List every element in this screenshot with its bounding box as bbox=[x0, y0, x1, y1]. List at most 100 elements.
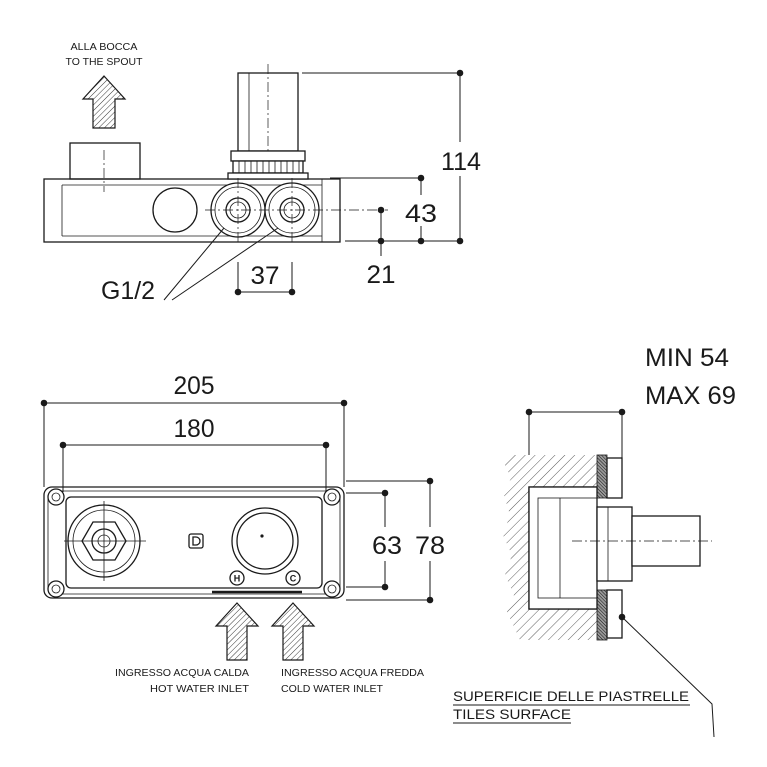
dimension-axis-height: 21 bbox=[367, 206, 396, 289]
knob-inner bbox=[236, 512, 294, 570]
dimension-dot bbox=[417, 174, 425, 182]
dimension-dot bbox=[417, 237, 425, 245]
dimension-value: 205 bbox=[174, 372, 215, 400]
cold-marker-letter: C bbox=[290, 574, 297, 584]
body-flange-outline bbox=[43, 486, 345, 599]
cold-inlet-indicator: INGRESSO ACQUA FREDDA COLD WATER INLET bbox=[270, 602, 424, 695]
mounting-ear bbox=[47, 580, 65, 598]
tiles-surface-callout: SUPERFICIE DELLE PIASTRELLE TILES SURFAC… bbox=[453, 613, 715, 738]
mounting-ears bbox=[47, 488, 341, 598]
dimension-dot bbox=[618, 408, 626, 416]
spout-label-en: TO THE SPOUT bbox=[66, 56, 144, 68]
spout-outlet-body bbox=[69, 142, 141, 180]
front-view: 205 180 bbox=[40, 372, 445, 695]
dimension-dot bbox=[377, 237, 385, 245]
up-arrow-icon bbox=[270, 602, 316, 661]
thread-label: G1/2 bbox=[101, 277, 155, 305]
tiles-surface-label-it: SUPERFICIE DELLE PIASTRELLE bbox=[453, 688, 689, 704]
depth-min-label: MIN 54 bbox=[645, 344, 729, 372]
dimension-body-height: 43 bbox=[330, 174, 437, 245]
control-knob bbox=[231, 507, 299, 575]
dimension-dot bbox=[426, 477, 434, 485]
valve-body-front: H C bbox=[43, 486, 345, 599]
tile-layer-bottom bbox=[596, 589, 608, 641]
dimension-total-height-front: 78 bbox=[346, 477, 445, 604]
dimension-inner-height: 63 bbox=[346, 489, 402, 591]
leader-line bbox=[621, 616, 715, 738]
mounting-hole bbox=[327, 584, 337, 594]
body-protrusion bbox=[596, 506, 633, 582]
spout-fitting bbox=[64, 501, 146, 581]
mounting-ear bbox=[323, 488, 341, 506]
cold-inlet-label-it: INGRESSO ACQUA FREDDA bbox=[281, 667, 424, 679]
mounting-hole bbox=[51, 492, 61, 502]
dimension-value: 114 bbox=[441, 148, 481, 176]
cartridge-seat bbox=[152, 187, 198, 233]
hot-inlet-label-en: HOT WATER INLET bbox=[150, 683, 250, 695]
up-arrow-icon bbox=[81, 75, 127, 129]
mounting-ear bbox=[47, 488, 65, 506]
cold-marker-badge bbox=[285, 570, 301, 586]
dimension-dot bbox=[456, 237, 464, 245]
cold-marker: C bbox=[285, 570, 301, 586]
dimension-dot bbox=[40, 399, 48, 407]
installation-depth-dimension: MIN 54 MAX 69 bbox=[525, 344, 736, 487]
dimension-mounting-width: 180 bbox=[59, 415, 330, 492]
dimension-dot bbox=[340, 399, 348, 407]
tiles-surface-label-en: TILES SURFACE bbox=[453, 706, 571, 722]
valve-body-side bbox=[528, 486, 712, 610]
thread-callout: G1/2 bbox=[101, 227, 279, 305]
dimension-value: 43 bbox=[405, 200, 437, 228]
dimension-dot bbox=[322, 441, 330, 449]
side-view: MIN 54 MAX 69 S bbox=[453, 344, 736, 738]
stem-nut bbox=[230, 150, 306, 162]
body-outline bbox=[43, 178, 341, 243]
mounting-hole bbox=[51, 584, 61, 594]
logo-mark bbox=[192, 536, 201, 546]
body-recess bbox=[65, 496, 323, 589]
hot-inlet-indicator: INGRESSO ACQUA CALDA HOT WATER INLET bbox=[115, 602, 260, 695]
knob-outer bbox=[231, 507, 299, 575]
valve-stem bbox=[227, 64, 309, 180]
leader-line bbox=[171, 227, 279, 301]
mounting-ear bbox=[323, 580, 341, 598]
dimension-dot bbox=[377, 206, 385, 214]
body-block bbox=[528, 486, 598, 610]
dimension-total-height: 114 bbox=[302, 69, 481, 245]
hot-marker: H bbox=[229, 570, 245, 586]
mounting-hole bbox=[327, 492, 337, 502]
spout-outlet bbox=[69, 142, 141, 192]
up-arrow-icon bbox=[214, 602, 260, 661]
collar-ribs bbox=[238, 161, 300, 173]
logo-frame bbox=[188, 533, 204, 549]
stem-collar bbox=[232, 160, 304, 174]
dimension-dot bbox=[381, 583, 389, 591]
dimension-value: 63 bbox=[372, 532, 402, 560]
body-flange-inner-edge bbox=[47, 490, 341, 595]
wall-hatching bbox=[503, 455, 597, 640]
dimension-value: 78 bbox=[415, 532, 445, 560]
cold-inlet-label-en: COLD WATER INLET bbox=[281, 683, 384, 695]
depth-max-label: MAX 69 bbox=[645, 382, 736, 410]
dimension-value: 37 bbox=[251, 262, 280, 290]
knob-indicator-dot bbox=[260, 534, 264, 538]
dimension-value: 180 bbox=[174, 415, 215, 443]
brand-logo-icon bbox=[188, 533, 204, 549]
dimension-dot bbox=[525, 408, 533, 416]
dimension-value: 21 bbox=[367, 261, 396, 289]
valve-body-top bbox=[43, 178, 341, 243]
leader-line bbox=[163, 227, 225, 301]
stem-base bbox=[227, 172, 309, 180]
dimension-dot bbox=[59, 441, 67, 449]
dimension-dot bbox=[234, 288, 242, 296]
dimension-total-width: 205 bbox=[40, 372, 348, 487]
top-view: ALLA BOCCA TO THE SPOUT bbox=[43, 41, 481, 305]
hot-marker-badge bbox=[229, 570, 245, 586]
cover-plate-bottom bbox=[606, 589, 623, 639]
spout-indicator: ALLA BOCCA TO THE SPOUT bbox=[66, 41, 144, 129]
dimension-dot bbox=[288, 288, 296, 296]
cover-plate-top bbox=[606, 457, 623, 499]
tile-layer-top bbox=[596, 454, 608, 499]
